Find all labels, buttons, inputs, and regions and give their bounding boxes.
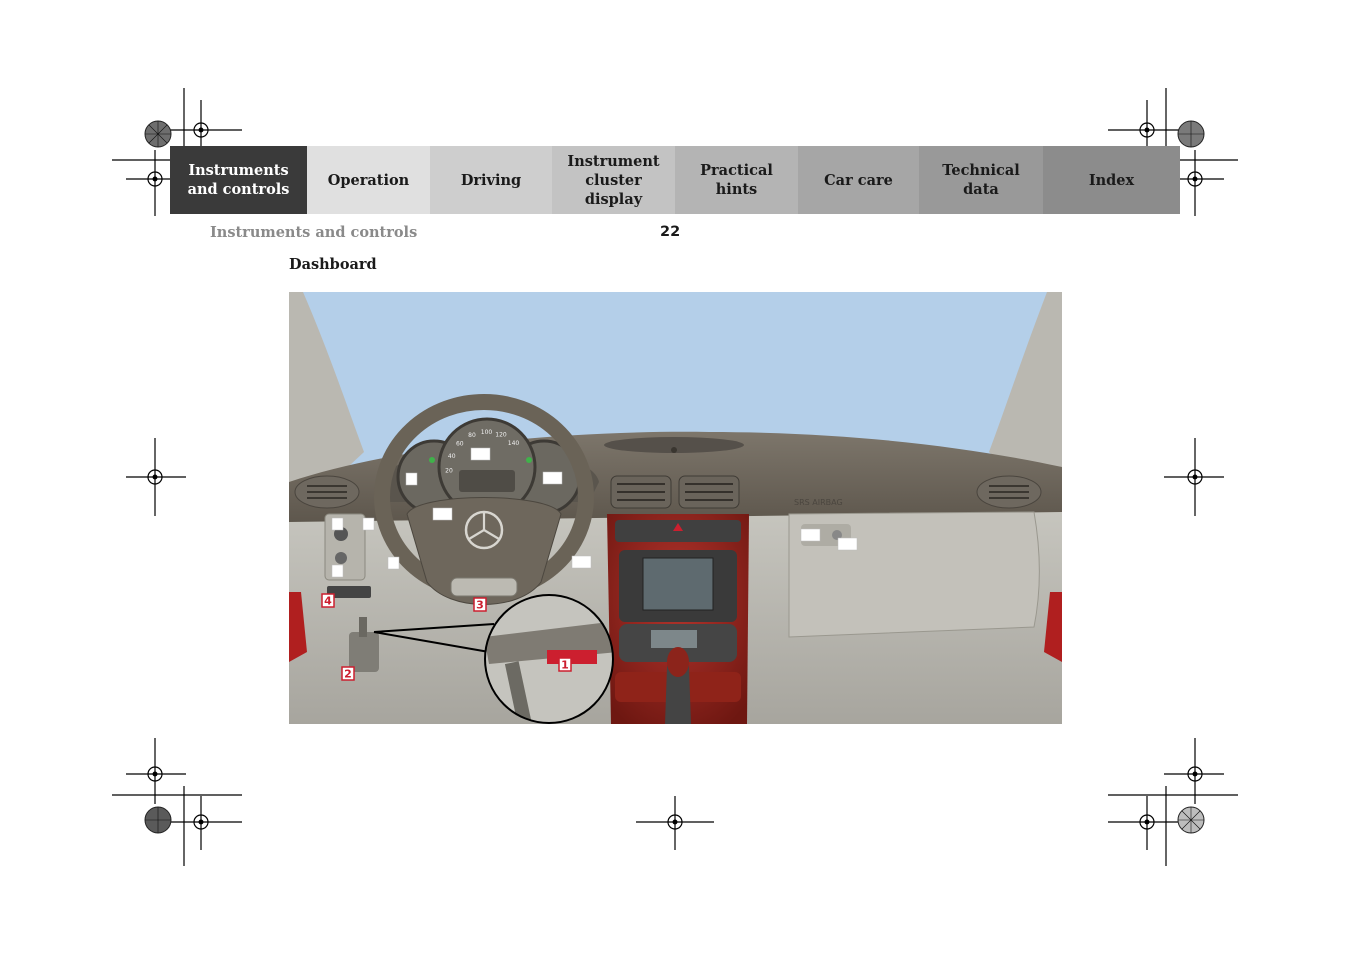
gauge-tick-label: 80 xyxy=(468,432,476,439)
gauge-tick-label: 60 xyxy=(456,441,464,448)
svg-text:4: 4 xyxy=(324,595,332,608)
running-head: Instruments and controls xyxy=(210,224,418,241)
gauge-tick-label: 100 xyxy=(481,429,493,436)
svg-text:3: 3 xyxy=(476,599,484,612)
tab-technical-data[interactable]: Technical data xyxy=(919,146,1043,214)
tab-index[interactable]: Index xyxy=(1043,146,1180,214)
callout-2: 2 xyxy=(341,666,355,681)
tab-car-care[interactable]: Car care xyxy=(798,146,919,214)
callout-1: 1 xyxy=(558,657,572,672)
tab-practical-hints[interactable]: Practical hints xyxy=(675,146,798,214)
gauge-tick-label: 120 xyxy=(495,432,507,439)
tab-instruments-and-controls[interactable]: Instruments and controls xyxy=(170,146,307,214)
tab-driving[interactable]: Driving xyxy=(430,146,552,214)
callout-4: 4 xyxy=(321,593,335,608)
airbag-label: SRS AIRBAG xyxy=(794,498,843,507)
svg-text:1: 1 xyxy=(561,659,569,672)
gauge-tick-label: 20 xyxy=(445,468,453,475)
gauge-tick-label: 140 xyxy=(508,440,520,447)
tab-instrument-cluster-display[interactable]: Instrument cluster display xyxy=(552,146,675,214)
callout-3: 3 xyxy=(473,597,487,612)
svg-text:2: 2 xyxy=(344,668,352,681)
gauge-tick-label: 40 xyxy=(448,453,456,460)
section-title: Dashboard xyxy=(289,256,377,273)
tab-operation[interactable]: Operation xyxy=(307,146,430,214)
page-number: 22 xyxy=(660,224,681,240)
